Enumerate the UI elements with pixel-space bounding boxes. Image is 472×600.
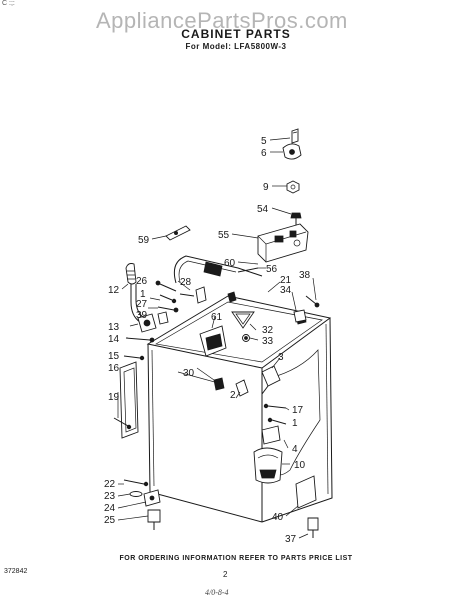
part-23-washer xyxy=(129,491,143,497)
part-16-panel xyxy=(119,361,139,439)
callout-40: 40 xyxy=(272,512,284,523)
callout-2: 2 xyxy=(230,390,236,401)
part-4-pump-mount xyxy=(261,425,281,445)
callout-55: 55 xyxy=(218,230,230,241)
callout-12: 12 xyxy=(108,285,120,296)
part-10-pump-cup xyxy=(253,447,283,484)
part-30-support xyxy=(177,371,225,391)
part-54-screw xyxy=(290,212,302,226)
part-6-bracket xyxy=(282,143,302,160)
part-14-fitting xyxy=(125,337,155,343)
callout-34: 34 xyxy=(280,285,292,296)
part-37-leveling-leg xyxy=(307,517,319,538)
callout-33: 33 xyxy=(262,336,274,347)
callout-26: 26 xyxy=(136,276,148,287)
ordering-instruction: FOR ORDERING INFORMATION REFER TO PARTS … xyxy=(119,555,353,562)
callout-16: 16 xyxy=(108,363,120,374)
part-32-wedge xyxy=(231,311,255,329)
part-9-nut xyxy=(286,180,300,194)
callout-59: 59 xyxy=(138,235,150,246)
callout-60: 60 xyxy=(224,258,236,269)
part-33-grommet xyxy=(242,334,250,342)
part-2-clip xyxy=(235,379,249,397)
part-39-clamp xyxy=(157,311,169,325)
callout-56: 56 xyxy=(266,264,278,275)
callout-28: 28 xyxy=(180,277,192,288)
document-number: 372842 xyxy=(4,568,28,575)
part-59-strip xyxy=(165,225,191,241)
part-34-fastener xyxy=(293,309,307,323)
callout-9: 9 xyxy=(263,182,269,193)
callout-30: 30 xyxy=(183,368,195,379)
callout-54: 54 xyxy=(257,204,269,215)
callout-5: 5 xyxy=(261,136,267,147)
part-22-screw xyxy=(123,479,149,487)
callout-15: 15 xyxy=(108,351,120,362)
callout-10: 10 xyxy=(294,460,306,471)
corner-mark: C :;: xyxy=(2,0,15,7)
callout-labels: 5 6 9 54 55 59 60 56 21 38 34 12 26 28 1… xyxy=(104,136,311,545)
callout-17: 17 xyxy=(292,405,304,416)
part-19-screw xyxy=(113,417,132,430)
part-3-bracket xyxy=(261,365,281,395)
callout-4: 4 xyxy=(292,444,298,455)
callout-61: 61 xyxy=(211,312,223,323)
part-26-screw xyxy=(155,280,177,292)
callout-24: 24 xyxy=(104,503,116,514)
handwritten-note: 4/0-8-4 xyxy=(205,588,229,597)
callout-27: 27 xyxy=(136,299,148,310)
callout-19: 19 xyxy=(108,392,120,403)
part-5-clip xyxy=(291,128,299,144)
callout-37: 37 xyxy=(285,534,297,545)
part-55-control-bracket xyxy=(257,223,309,263)
part-60-harness xyxy=(173,255,263,284)
model-subtitle: For Model: LFA5800W-3 xyxy=(185,42,287,51)
part-28-clip xyxy=(179,286,207,304)
part-25-leveling-leg xyxy=(147,509,161,530)
part-24-foot-bracket xyxy=(143,489,161,507)
part-13-valve xyxy=(137,313,157,333)
callout-3: 3 xyxy=(278,352,284,363)
part-38-screw xyxy=(305,295,320,308)
part-17-screw xyxy=(263,403,287,409)
cabinet-body xyxy=(146,291,333,523)
callout-23: 23 xyxy=(104,491,116,502)
callout-21: 21 xyxy=(280,275,292,286)
part-27-screw xyxy=(157,306,179,313)
part-40-bracket xyxy=(295,475,317,509)
watermark: AppliancePartsPros.com xyxy=(96,8,348,33)
part-15-screw xyxy=(123,355,145,361)
callout-39: 39 xyxy=(136,310,148,321)
callout-1-upper: 1 xyxy=(140,289,146,300)
callout-6: 6 xyxy=(261,148,267,159)
part-1-screw-b xyxy=(267,417,287,425)
callout-1-lower: 1 xyxy=(292,418,298,429)
page-number: 2 xyxy=(223,570,228,579)
callout-32: 32 xyxy=(262,325,274,336)
page-title: CABINET PARTS xyxy=(181,27,291,41)
part-61-switch xyxy=(199,325,227,357)
leader-lines xyxy=(117,137,317,539)
part-1-screw-a xyxy=(159,294,177,304)
callout-13: 13 xyxy=(108,322,120,333)
callout-25: 25 xyxy=(104,515,116,526)
callout-38: 38 xyxy=(299,270,311,281)
callout-14: 14 xyxy=(108,334,120,345)
callout-22: 22 xyxy=(104,479,116,490)
